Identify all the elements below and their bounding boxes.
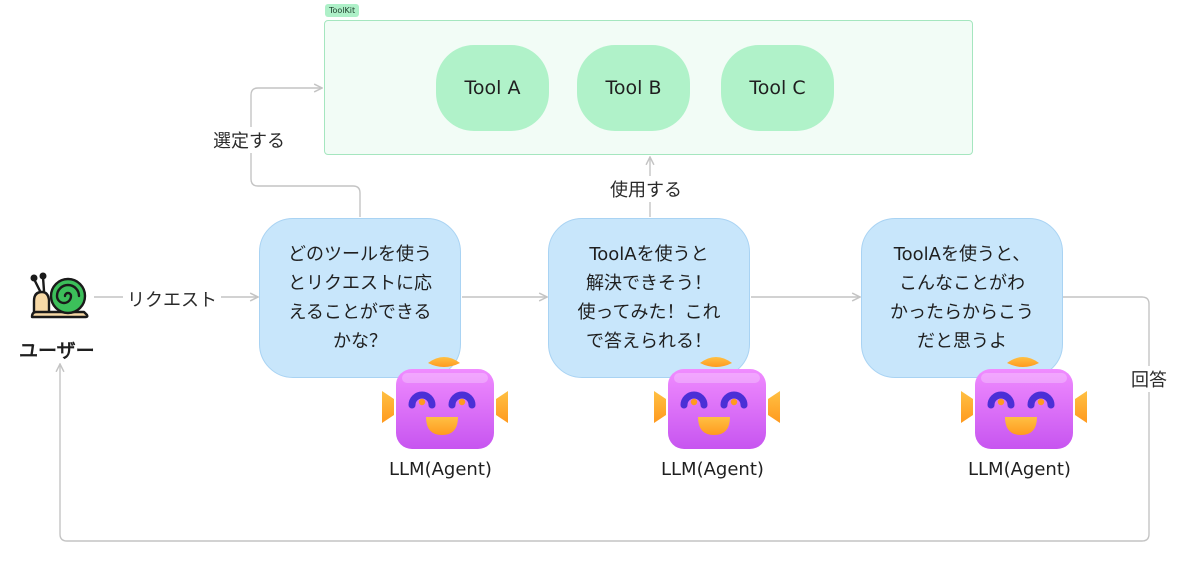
step-bubble-2: ToolAを使うと 解決できそう！ 使ってみた！これ で答えられる！	[548, 218, 750, 378]
toolkit-tag: ToolKit	[325, 4, 360, 17]
tool-b[interactable]: Tool B	[577, 45, 690, 131]
select-arrow	[250, 88, 361, 217]
user-label: ユーザー	[19, 340, 95, 362]
request-label: リクエスト	[123, 286, 221, 312]
answer-label: 回答	[1127, 366, 1171, 392]
snail-icon	[28, 271, 92, 325]
robot-icon	[959, 353, 1089, 453]
robot-icon	[380, 353, 510, 453]
tool-a[interactable]: Tool A	[436, 45, 549, 131]
tool-c[interactable]: Tool C	[721, 45, 834, 131]
select-label: 選定する	[209, 127, 289, 153]
answer-arrow	[60, 296, 1150, 542]
robot-icon	[652, 353, 782, 453]
agent-label-1: LLM(Agent)	[389, 459, 492, 480]
step-bubble-3: ToolAを使うと、 こんなことがわ かったらからこう だと思うよ	[861, 218, 1063, 378]
agent-label-2: LLM(Agent)	[661, 459, 764, 480]
use-label: 使用する	[606, 176, 686, 202]
step-bubble-1: どのツールを使う とリクエストに応 えることができる かな？	[259, 218, 461, 378]
agent-label-3: LLM(Agent)	[968, 459, 1071, 480]
